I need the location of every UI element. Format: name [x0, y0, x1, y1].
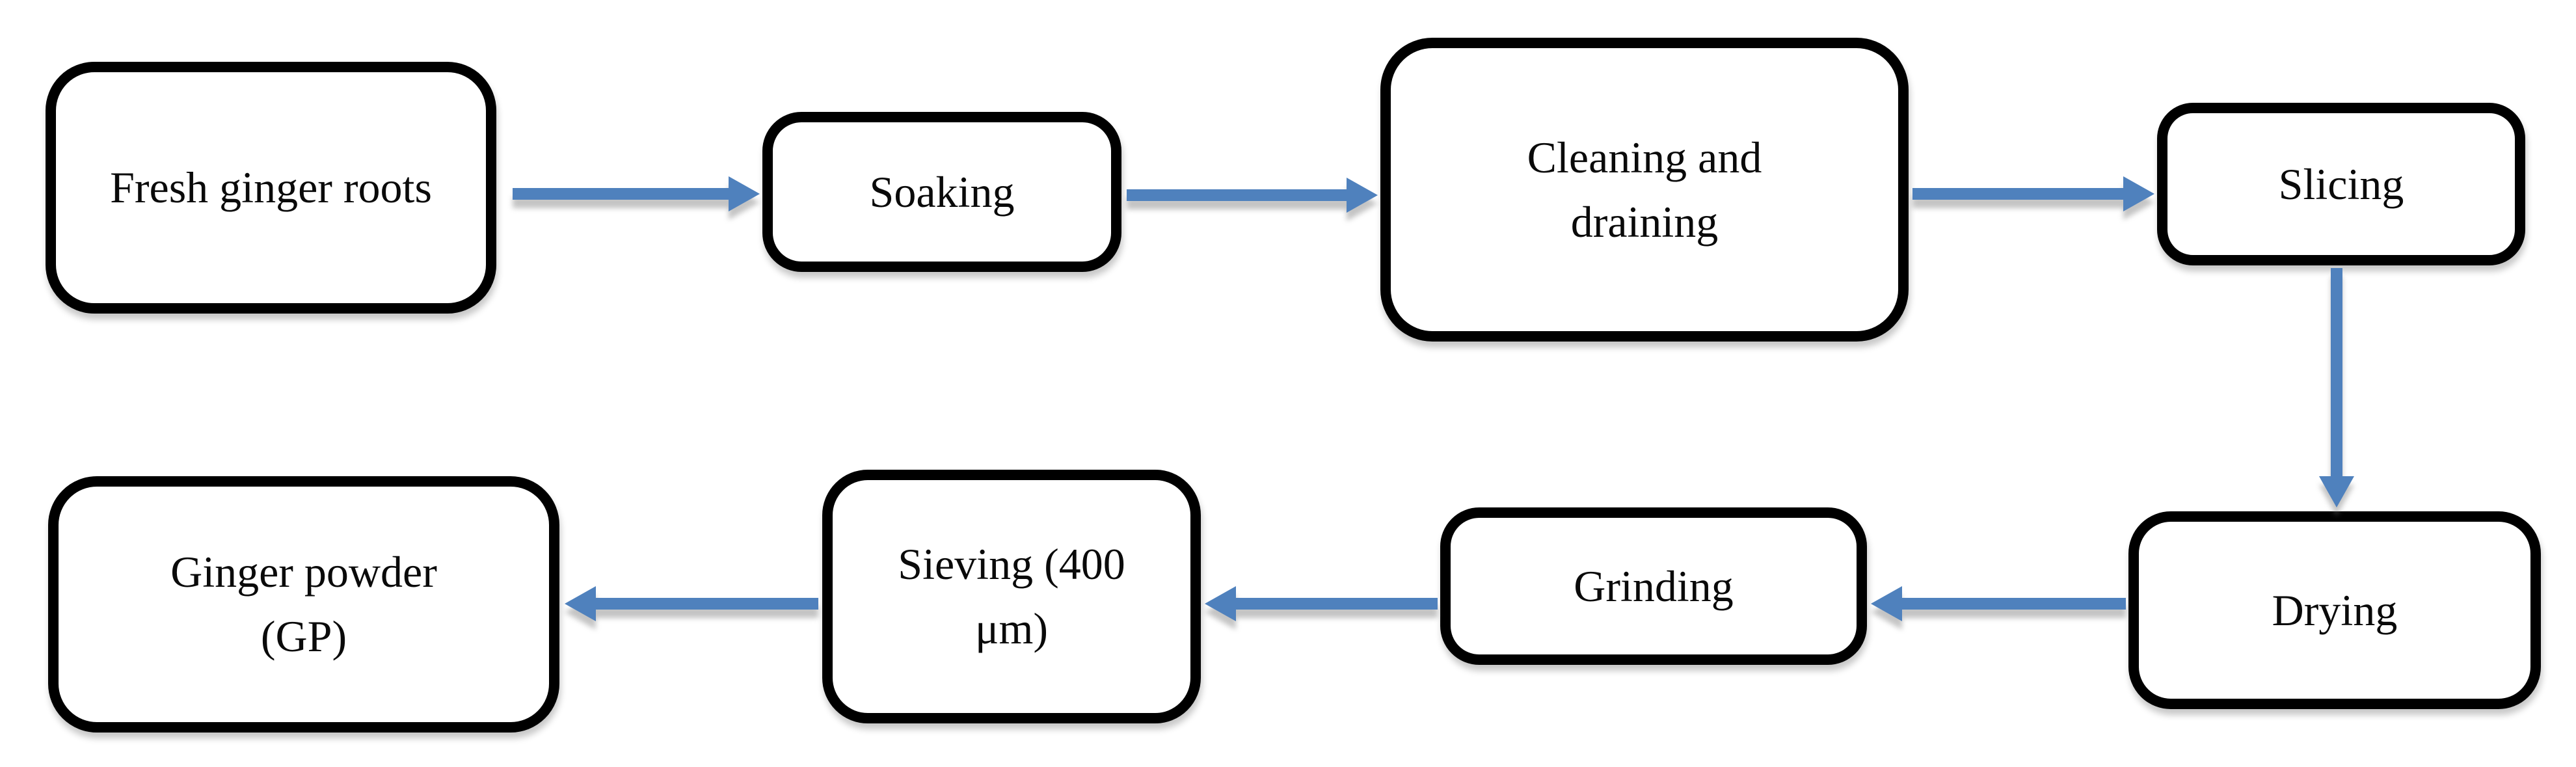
arrow-cleaning-to-slicing-icon: [1912, 176, 2154, 211]
node-label: Slicing: [2278, 159, 2404, 209]
arrow-head: [2123, 176, 2154, 211]
arrow-shaft: [1912, 188, 2126, 200]
node-sieving-400um: Sieving (400 μm): [822, 470, 1201, 723]
node-label: Soaking: [869, 167, 1015, 217]
arrow-shaft: [1127, 189, 1349, 201]
arrow-head: [565, 586, 596, 621]
node-drying: Drying: [2128, 511, 2541, 709]
arrow-soaking-to-cleaning-icon: [1127, 178, 1378, 213]
node-ginger-powder-gp: Ginger powder (GP): [48, 476, 559, 733]
arrow-shaft: [1233, 598, 1438, 610]
node-label: Cleaning and draining: [1527, 132, 1762, 247]
arrow-shaft: [513, 188, 731, 200]
arrow-shaft: [2331, 268, 2342, 479]
arrow-head: [1347, 178, 1378, 213]
node-label: Fresh ginger roots: [110, 163, 432, 213]
node-grinding: Grinding: [1440, 507, 1867, 665]
node-label: Ginger powder (GP): [170, 547, 437, 661]
arrow-shaft: [1899, 598, 2126, 610]
arrow-fresh-ginger-roots-to-soaking-icon: [513, 176, 760, 211]
node-slicing: Slicing: [2157, 103, 2525, 265]
arrow-drying-to-grinding-icon: [1871, 586, 2126, 621]
arrow-head: [1205, 586, 1236, 621]
node-cleaning-and-draining: Cleaning and draining: [1380, 38, 1909, 342]
arrow-sieving-to-ginger-powder-icon: [565, 586, 818, 621]
arrow-head: [729, 176, 760, 211]
arrow-shaft: [593, 598, 818, 610]
node-fresh-ginger-roots: Fresh ginger roots: [46, 62, 496, 314]
arrow-grinding-to-sieving-icon: [1205, 586, 1438, 621]
node-label: Sieving (400 μm): [898, 539, 1125, 653]
node-label: Grinding: [1574, 561, 1734, 611]
arrow-head: [2319, 476, 2354, 507]
arrow-slicing-to-drying-icon: [2319, 268, 2354, 507]
node-soaking: Soaking: [762, 112, 1121, 272]
arrow-head: [1871, 586, 1902, 621]
node-label: Drying: [2272, 585, 2398, 635]
